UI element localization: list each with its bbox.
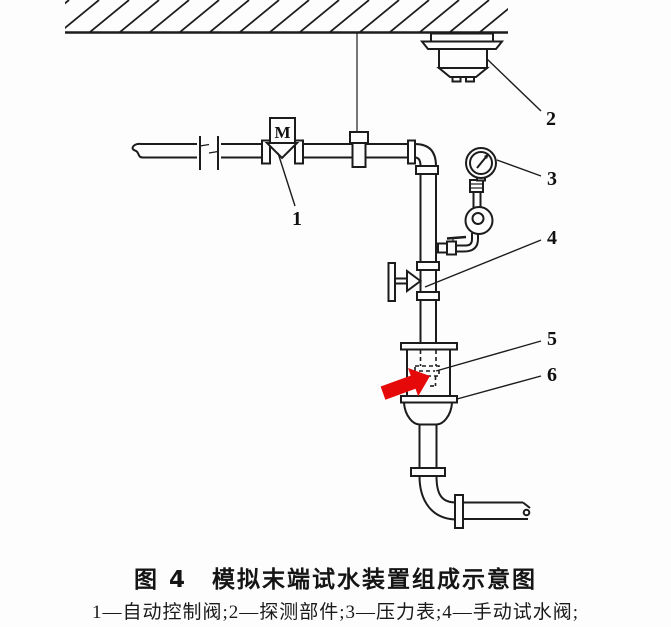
manual-test-valve [387, 261, 440, 302]
riser-pipe-vertical [419, 174, 437, 343]
pipe-break-symbol [199, 136, 219, 170]
callout-1: 1 [292, 208, 302, 230]
motor-actuator-label: M [274, 123, 290, 142]
ceiling-hatch [65, 0, 508, 34]
detector-component [419, 32, 505, 83]
drain-pipe [410, 424, 531, 529]
callout-5: 5 [547, 328, 557, 350]
pressure-gauge-dial [465, 147, 497, 179]
callout-leader-lines [277, 58, 542, 400]
fixture-top-plate [400, 342, 458, 351]
red-pointer-arrow [380, 368, 430, 400]
callout-4: 4 [547, 227, 557, 249]
callout-2: 2 [546, 108, 556, 130]
figure-caption-title: 图 4 模拟末端试水装置组成示意图 [133, 567, 537, 593]
callout-3: 3 [547, 168, 557, 190]
pressure-gauge-assembly [437, 147, 497, 256]
fixture-bottom-plate [400, 395, 458, 404]
valve-handwheel [387, 262, 396, 302]
motor-actuator-box [269, 117, 296, 144]
automatic-control-valve: M [261, 117, 304, 165]
tee-fitting [349, 131, 369, 168]
elbow-top-right [407, 139, 439, 175]
callout-numbers: 1 2 3 4 5 6 [292, 108, 557, 386]
figure-caption-legend: 1—自动控制阀;2—探测部件;3—压力表;4—手动试水阀; [91, 602, 580, 623]
callout-6: 6 [547, 364, 557, 386]
pipe-break-curl [131, 142, 144, 159]
test-water-fixture [400, 342, 458, 426]
gauge-cock-valve [437, 235, 467, 256]
collector-funnel [403, 402, 453, 426]
